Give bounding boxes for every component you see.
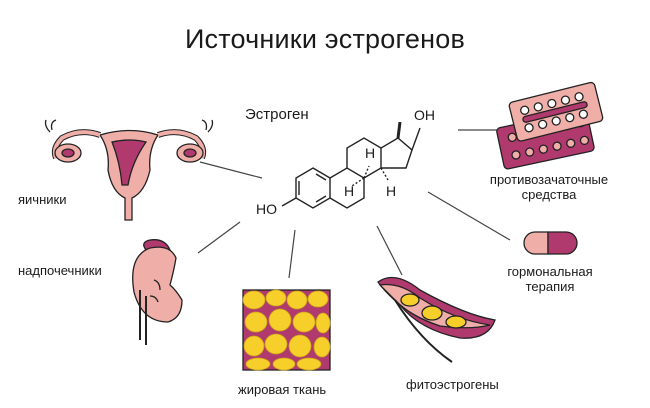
fat-tissue-icon (242, 289, 331, 371)
diagram-title: Источники эстрогенов (184, 24, 466, 54)
connector-ovaries (199, 161, 263, 179)
label-hrt-line1: гормональная (507, 264, 593, 279)
label-phyto: фитоэстрогены (406, 377, 499, 392)
connector-hrt (427, 191, 511, 241)
label-contraceptives-line2: средства (521, 187, 577, 202)
atom-ho-left: HO (256, 201, 277, 217)
atom-h-b: H (386, 183, 397, 199)
soybean-pod-icon (377, 276, 496, 363)
label-hrt-line2: терапия (525, 279, 575, 294)
label-adrenal: надпочечники (18, 263, 102, 278)
uterus-ovaries-icon (44, 119, 214, 221)
label-contraceptives: противозачаточные средства (474, 172, 624, 202)
label-hrt: гормональная терапия (500, 264, 600, 294)
connector-adrenal (197, 221, 241, 254)
kidney-adrenal-icon (132, 239, 183, 345)
hub-label: Эстроген (245, 106, 309, 123)
connector-phyto (376, 225, 403, 276)
estradiol-molecule-icon (281, 121, 421, 209)
pill-blister-icon (496, 81, 604, 170)
label-ovaries: яичники (18, 192, 67, 207)
atom-h-a: H (365, 145, 376, 161)
atom-oh-top: OH (414, 107, 435, 123)
capsule-icon (523, 231, 578, 255)
label-fat: жировая ткань (238, 382, 327, 397)
label-contraceptives-line1: противозачаточные (489, 172, 609, 187)
atom-h-c: H (344, 183, 355, 199)
connector-lines (197, 129, 511, 279)
connector-fat (288, 229, 296, 279)
